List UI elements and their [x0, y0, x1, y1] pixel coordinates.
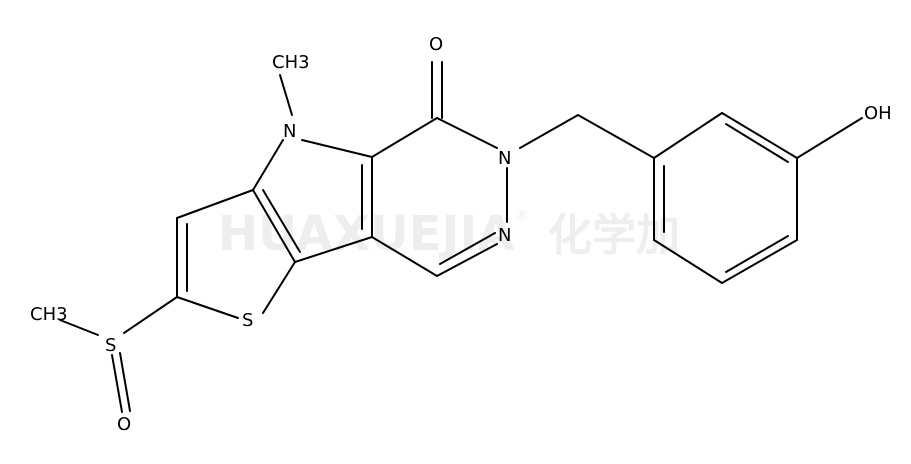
bond-n-c4a: [301, 139, 373, 158]
bond-c2-s: [176, 296, 239, 319]
bonds: [59, 61, 863, 413]
atom-n-pyrrole: N: [283, 121, 296, 142]
bond-ph-5-6: [653, 239, 723, 284]
bond-n-c8b: [252, 139, 284, 191]
bond-n6-c7: [436, 243, 498, 277]
atom-ch3-left-label: CH3: [30, 304, 68, 325]
bond-n5-ch2: [519, 114, 579, 149]
watermark-registered: ®: [515, 208, 529, 224]
bond-ch2-ring: [577, 114, 655, 159]
atom-o-sulfoxide: O: [117, 414, 131, 435]
bond-c4-n5: [436, 117, 498, 149]
atom-s-thiophene: S: [242, 310, 253, 331]
bond-c8a-c3a: [294, 236, 373, 263]
bond-ph-2-3-double: [725, 123, 789, 163]
bond-ph-2-3: [721, 112, 798, 159]
watermark-latin: HUAXUEJIA: [218, 206, 514, 262]
atom-oh: OH: [864, 103, 892, 124]
atom-n-amide: N: [498, 148, 511, 169]
watermark-cjk: 化学加: [548, 210, 680, 261]
bond-sulfur-oxygen: [111, 354, 123, 413]
bond-c8b-c1: [176, 189, 254, 219]
bond-c7-c8a: [371, 236, 438, 277]
bond-sulfur-methyl: [59, 319, 99, 336]
atom-s-sulfoxide: S: [105, 335, 116, 356]
atom-ch3-top: CH3: [272, 52, 310, 73]
bond-n6-c7-double: [439, 232, 496, 265]
bond-c8b-c3a-double: [262, 189, 301, 253]
atom-n-imine: N: [498, 225, 511, 246]
bond-c4a-c4: [371, 117, 438, 158]
bond-ph-oh: [796, 117, 863, 159]
bond-s-c3a: [262, 261, 296, 314]
bond-c8b-c3a: [252, 189, 296, 263]
bond-sulfur-oxygen-double: [119, 352, 131, 412]
watermark: HUAXUEJIA ® 化学加: [218, 206, 680, 262]
bond-n-methyl: [279, 74, 293, 116]
bond-c2-sulfur: [123, 296, 178, 334]
atom-o-carbonyl: O: [429, 34, 443, 55]
atom-labels: CH3 N O N N OH S CH3 S O: [30, 34, 892, 435]
bond-ph-1-2: [653, 112, 723, 159]
bond-ph-4-5-double: [725, 235, 789, 273]
atom-ch3-top-label: CH3: [272, 52, 310, 73]
bond-ph-4-5: [721, 239, 798, 284]
atom-ch3-left: CH3: [30, 304, 68, 325]
